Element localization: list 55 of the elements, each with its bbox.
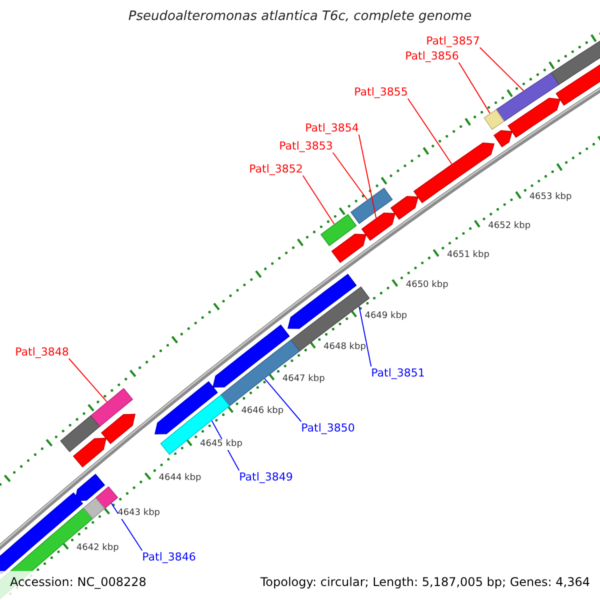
title: Pseudoalteromonas atlantica T6c, complete genome (127, 9, 473, 25)
scale-label: 4647 kbp (282, 374, 325, 385)
scale-label: 4652 kbp (488, 220, 531, 232)
gene-label: Patl_3856 (405, 50, 459, 62)
genome-stats-text: Topology: circular; Length: 5,187,005 bp; Genes: 4,364 (260, 575, 590, 590)
gene-label: Patl_3846 (142, 550, 196, 564)
gene-bar (508, 98, 561, 138)
gene-bar (350, 188, 393, 224)
gene-bar (288, 274, 357, 329)
gene-label: Patl_3849 (239, 470, 293, 484)
gene-label: Patl_3853 (279, 140, 333, 152)
gene-label: Patl_3854 (305, 122, 359, 134)
gene-bar (74, 474, 106, 502)
gene-bar (72, 438, 107, 468)
scale-label: 4650 kbp (406, 280, 448, 291)
gene-bar (331, 234, 367, 264)
scale-label: 4642 kbp (76, 542, 119, 554)
leader-line (407, 98, 452, 165)
gene-bar (60, 415, 100, 452)
gene-label: Patl_3852 (249, 162, 303, 176)
leader-line (110, 502, 143, 551)
gene-bar (413, 142, 495, 204)
gene-bar (361, 212, 396, 241)
gene-bar (484, 109, 505, 130)
leader-line (479, 47, 524, 92)
scale-label: 4644 kbp (158, 473, 202, 484)
scale-label: 4643 kbp (118, 508, 160, 519)
gene-bar (100, 414, 136, 444)
gene-label: Patl_3855 (354, 86, 408, 98)
scale-label: 4649 kbp (364, 310, 408, 322)
gene-label: Patl_3850 (301, 422, 355, 434)
gene-bar (95, 486, 118, 510)
scale-label: 4648 kbp (324, 342, 366, 353)
leader-line (68, 358, 108, 402)
gene-bar (90, 388, 134, 428)
gene-label: Patl_3857 (426, 34, 480, 48)
leader-line (458, 62, 490, 114)
gene-bar (494, 130, 513, 148)
leader-line (332, 152, 368, 200)
accession-text: Accession: NC_008228 (10, 575, 146, 590)
leader-line (264, 378, 302, 422)
gene-bar (390, 196, 419, 220)
gene-bar (320, 214, 357, 246)
gene-bar (83, 497, 106, 520)
scale-label: 4653 kbp (529, 192, 572, 204)
gene-label: Patl_3848 (15, 346, 69, 358)
gene-label: Patl_3851 (371, 366, 425, 380)
scale-label: 4645 kbp (200, 439, 242, 450)
leader-line (358, 134, 377, 219)
scale-label: 4651 kbp (447, 250, 490, 262)
scale-label: 4646 kbp (241, 406, 284, 418)
leader-line (358, 306, 372, 367)
gene-bar (496, 72, 560, 122)
leader-line (302, 175, 335, 224)
gene-bar (154, 381, 218, 434)
